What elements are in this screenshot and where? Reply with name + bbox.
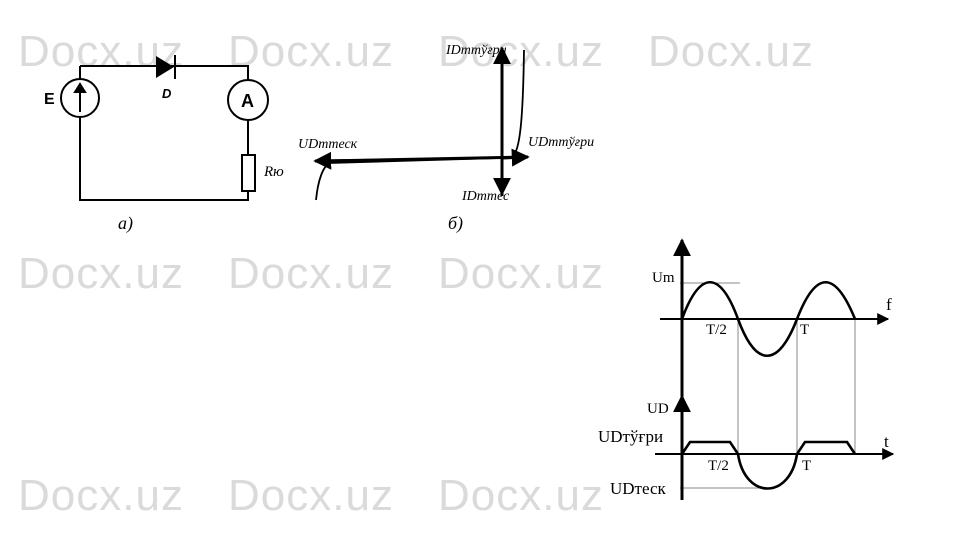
top-half-period-label: T/2 [706, 322, 727, 338]
diode-voltage-wave [680, 440, 857, 490]
guide-lines [680, 282, 856, 489]
ammeter-icon [227, 79, 269, 121]
iv-caption: б) [448, 213, 463, 234]
waveform-labels: Um f T/2 T UD UDтўғри t T/2 T UDтеск [598, 270, 892, 498]
watermark: Docx.uz [648, 27, 814, 76]
watermark: Docx.uz [228, 249, 394, 298]
watermark: Docx.uz [18, 249, 184, 298]
current-forward-label: IDmтўғри [445, 43, 507, 58]
watermark: Docx.uz [228, 27, 394, 76]
circuit-caption: а) [118, 213, 133, 234]
voltage-source-icon [60, 78, 100, 118]
voltage-axis-positive [501, 148, 530, 167]
circuit-labels: E D A Rю а) [44, 86, 284, 234]
waveform-diagram [655, 238, 895, 500]
watermark-layer: Docx.uz Docx.uz Docx.uz Docx.uz Docx.uz … [18, 27, 814, 520]
bottom-wire [79, 117, 249, 201]
source-label: E [44, 91, 55, 108]
reverse-level-label: UDтеск [610, 479, 666, 498]
forward-branch-curve [511, 49, 525, 158]
voltage-reverse-label: UDmтеск [298, 137, 358, 152]
watermark: Docx.uz [18, 471, 184, 520]
ammeter-label: A [241, 91, 254, 111]
resistor-icon [241, 154, 256, 192]
source-arrow-head [73, 82, 87, 93]
bottom-half-period-label: T/2 [708, 458, 729, 474]
watermark: Docx.uz [438, 27, 604, 76]
current-reverse-label: IDmтес [461, 189, 510, 204]
forward-level-label: UDтўғри [598, 427, 663, 446]
iv-labels: IDmтўғри UDmтеск UDmтўғри IDmтес б) [298, 43, 594, 234]
resistor-label: Rю [263, 164, 284, 180]
reverse-branch-curve [315, 157, 501, 201]
voltage-forward-label: UDmтўғри [528, 135, 594, 150]
diode-icon [156, 56, 174, 78]
bottom-period-label: T [802, 458, 811, 474]
watermark: Docx.uz [18, 27, 184, 76]
ud-axis-label: UD [647, 401, 669, 417]
top-period-label: T [800, 322, 809, 338]
diode-label: D [162, 86, 172, 101]
top-axis-label: f [886, 295, 892, 314]
watermark: Docx.uz [438, 471, 604, 520]
amplitude-label: Um [652, 270, 675, 286]
top-wire [80, 65, 249, 80]
watermark: Docx.uz [438, 249, 604, 298]
circuit-diagram [60, 55, 269, 201]
iv-characteristic [313, 46, 530, 201]
watermark: Docx.uz [228, 471, 394, 520]
voltage-axis-negative [313, 151, 401, 170]
input-sine-wave [680, 280, 857, 358]
bottom-axis-label: t [884, 432, 889, 451]
